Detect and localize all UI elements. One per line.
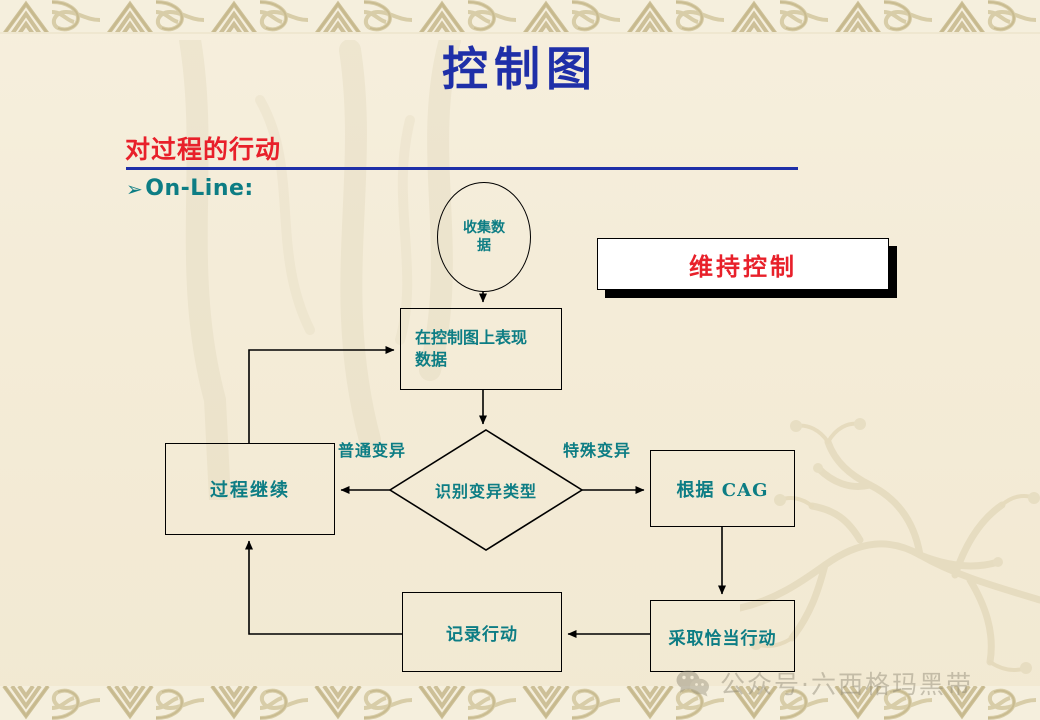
callout-face: 维持控制 (597, 238, 889, 290)
decorative-border-bottom (0, 686, 1040, 720)
arrow-bullet-icon: ➢ (126, 176, 144, 201)
node-decision-label: 识别变异类型 (434, 482, 537, 501)
edge-record-to-continue (245, 540, 402, 635)
node-take-appropriate-action: 采取恰当行动 (650, 600, 795, 672)
section-heading: 对过程的行动 (125, 135, 282, 164)
bullet-online-label: On-Line: (145, 176, 254, 201)
heading-underline-rule (126, 167, 798, 170)
node-identify-variation-type: 识别变异类型 (390, 430, 582, 550)
node-collect-data: 收集数 据 (437, 182, 531, 292)
node-plot-line1: 在控制图上表现 (415, 328, 528, 348)
edge-label-special-cause: 特殊变异 (563, 441, 632, 460)
node-record-action: 记录行动 (402, 592, 562, 672)
edge-continue-to-plot (248, 346, 395, 443)
maintain-control-callout: 维持控制 (597, 238, 897, 298)
bullet-online: ➢ On-Line: (126, 176, 254, 201)
node-plot-line2: 数据 (415, 350, 448, 369)
node-collect-line2: 据 (477, 238, 491, 254)
decorative-border-top (0, 0, 1040, 34)
page-title: 控制图 (442, 42, 598, 96)
node-plot-on-chart: 在控制图上表现 数据 (400, 308, 562, 390)
node-process-continues: 过程继续 (165, 443, 335, 535)
edge-label-common-cause: 普通变异 (338, 441, 407, 460)
node-collect-line1: 收集数 (463, 219, 505, 236)
decision-diamond-outline (388, 429, 584, 551)
node-according-to-cag: 根据 CAG (650, 450, 795, 527)
